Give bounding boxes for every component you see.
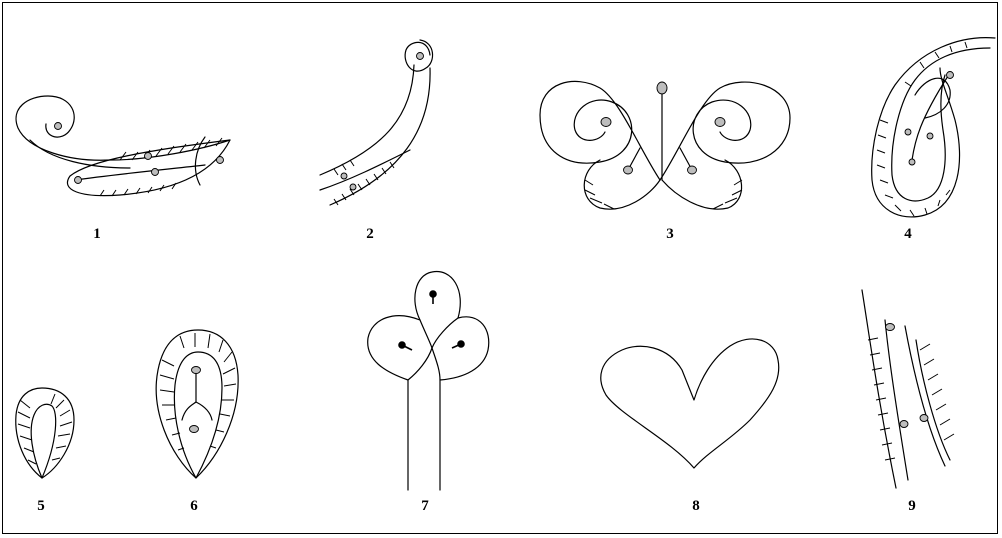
figure-label-9: 9 — [897, 498, 927, 515]
hooded-loop-icon — [872, 38, 995, 217]
heart-shape-icon — [601, 339, 779, 468]
figure-label-8: 8 — [681, 498, 711, 515]
figure-label-2: 2 — [355, 226, 385, 243]
figure-label-4: 4 — [893, 226, 923, 243]
hook-stem-icon — [320, 40, 433, 205]
drop-shape-icon — [16, 388, 74, 478]
figure-label-3: 3 — [655, 226, 685, 243]
double-spiral-icon — [540, 81, 790, 209]
figure-label-5: 5 — [26, 498, 56, 515]
pointed-oval-icon — [156, 330, 238, 478]
trefoil-stem-icon — [368, 272, 489, 490]
scroll-curl-icon — [16, 96, 230, 196]
figure-label-7: 7 — [410, 498, 440, 515]
tapered-stem-icon — [862, 290, 954, 488]
figure-label-1: 1 — [82, 226, 112, 243]
figure-label-6: 6 — [179, 498, 209, 515]
